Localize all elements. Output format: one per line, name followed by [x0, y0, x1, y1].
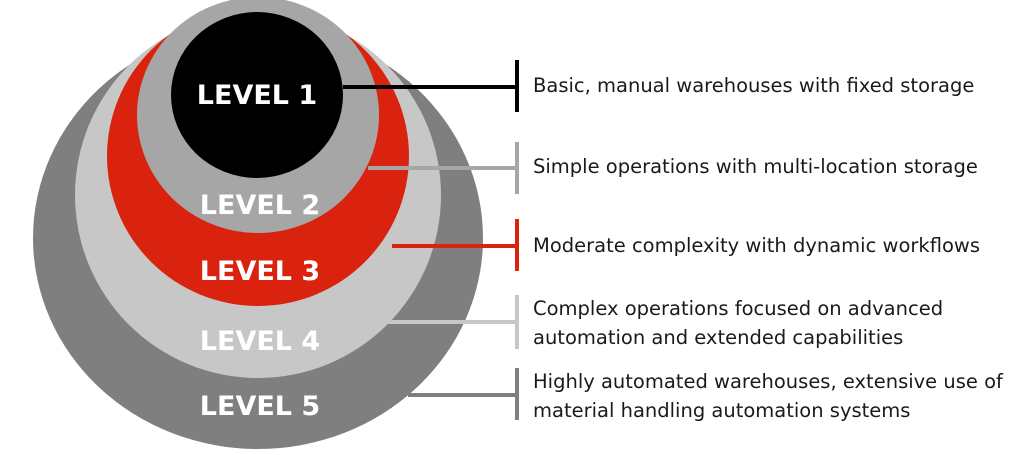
- level-3-description: Moderate complexity with dynamic workflo…: [533, 234, 981, 257]
- level-1-circle: [171, 12, 343, 178]
- level-1-description: Basic, manual warehouses with fixed stor…: [533, 74, 975, 97]
- level-4-connector: [386, 295, 519, 349]
- level-4-label: LEVEL 4: [200, 326, 320, 357]
- level-2-label: LEVEL 2: [200, 190, 320, 221]
- level-5-description: Highly automated warehouses, extensive u…: [533, 370, 1003, 422]
- level-5-connector: [408, 368, 519, 420]
- level-3-label: LEVEL 3: [200, 256, 320, 287]
- level-4-description: Complex operations focused on advanced a…: [533, 297, 944, 349]
- level-3-connector: [392, 219, 519, 271]
- level-1-label: LEVEL 1: [197, 80, 317, 111]
- level-2-description: Simple operations with multi-location st…: [533, 155, 978, 178]
- level-2-connector: [368, 142, 519, 194]
- level-5-label: LEVEL 5: [200, 391, 320, 422]
- level-1-connector: [343, 60, 519, 112]
